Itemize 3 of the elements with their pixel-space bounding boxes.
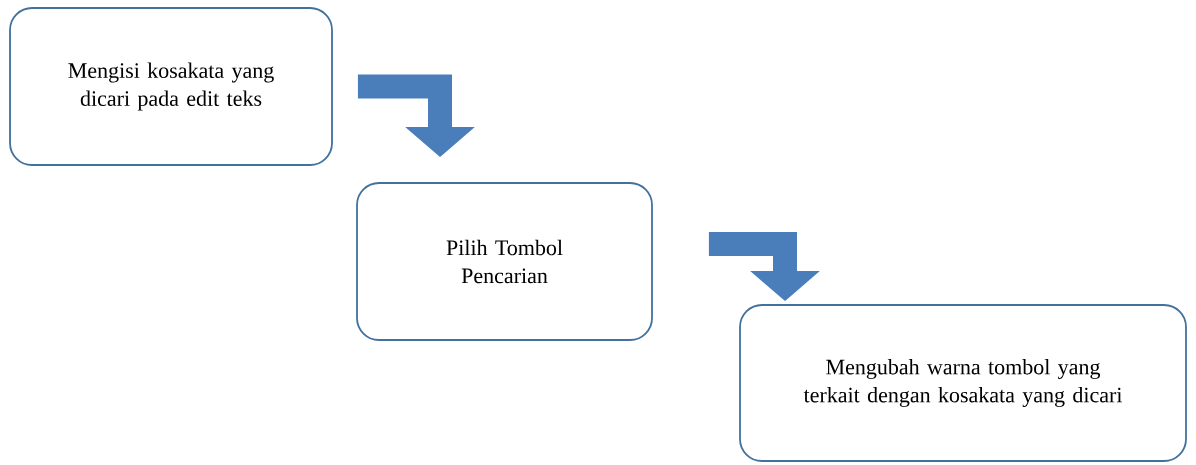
process-box: Mengisi kosakata yang dicari pada edit teks (9, 7, 333, 166)
process-box: Pilih Tombol Pencarian (356, 182, 653, 341)
process-box: Mengubah warna tombol yang terkait dengan kosakata yang dicari (739, 304, 1187, 462)
